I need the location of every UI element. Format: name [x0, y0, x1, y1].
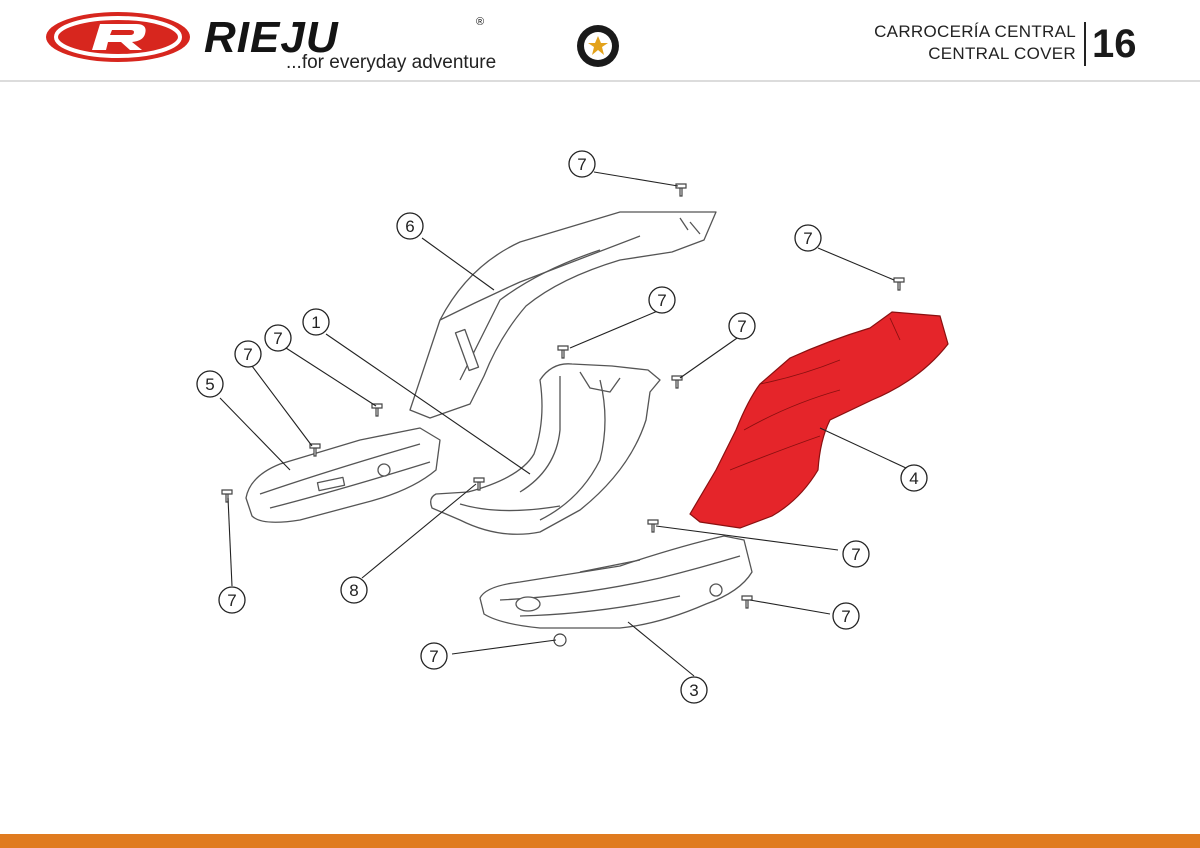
svg-text:7: 7: [851, 545, 860, 564]
callout-7: 7: [832, 602, 860, 630]
svg-text:7: 7: [273, 329, 282, 348]
section-title-en: CENTRAL COVER: [928, 44, 1076, 63]
footer-accent-bar: [0, 834, 1200, 848]
callout-7: 7: [648, 286, 676, 314]
svg-text:6: 6: [405, 217, 414, 236]
svg-text:7: 7: [243, 345, 252, 364]
svg-text:1: 1: [311, 313, 320, 332]
svg-text:4: 4: [909, 469, 918, 488]
part-3-right-lower-cover: [479, 535, 753, 629]
heritage-badge-icon: [577, 25, 619, 67]
registered-mark: ®: [476, 16, 485, 28]
svg-text:7: 7: [429, 647, 438, 666]
svg-text:3: 3: [689, 681, 698, 700]
callout-1: 1: [302, 308, 330, 336]
exploded-parts-diagram: 7 6 7 1 7 7 5 7 7 7 4 7 8 7 7 3: [196, 150, 949, 704]
svg-text:7: 7: [657, 291, 666, 310]
callout-7: 7: [568, 150, 596, 178]
callout-7: 7: [218, 586, 246, 614]
screw-group: [221, 183, 905, 647]
brand-tagline: ...for everyday adventure: [286, 52, 497, 73]
svg-text:7: 7: [737, 317, 746, 336]
part-6-upper-rail: [409, 211, 717, 419]
brand-emblem-icon: [46, 12, 190, 62]
part-5-left-lower-cover: [245, 427, 441, 523]
callout-7: 7: [794, 224, 822, 252]
brand-logo: RIEJU ® ...for everyday adventure: [44, 10, 497, 76]
svg-text:7: 7: [227, 591, 236, 610]
part-1-central-cover: [430, 363, 661, 535]
callout-7: 7: [234, 340, 262, 368]
header-rule: [0, 80, 1200, 82]
svg-text:8: 8: [349, 581, 358, 600]
callout-6: 6: [396, 212, 424, 240]
page-header: RIEJU ® ...for everyday adventure CARROC…: [0, 0, 1200, 80]
brand-name: RIEJU: [204, 13, 339, 62]
callout-7: 7: [728, 312, 756, 340]
callout-3: 3: [680, 676, 708, 704]
svg-text:7: 7: [577, 155, 586, 174]
callout-5: 5: [196, 370, 224, 398]
callout-8: 8: [340, 576, 368, 604]
section-number: 16: [1092, 22, 1137, 66]
part-4-highlighted-panel: [689, 311, 949, 529]
leader-lines: [219, 171, 907, 677]
callout-4: 4: [900, 464, 928, 492]
callout-7: 7: [842, 540, 870, 568]
section-title-es: CARROCERÍA CENTRAL: [874, 22, 1076, 41]
callout-7: 7: [420, 642, 448, 670]
svg-text:5: 5: [205, 375, 214, 394]
callout-7: 7: [264, 324, 292, 352]
svg-text:7: 7: [803, 229, 812, 248]
section-divider: [1084, 22, 1086, 66]
svg-text:7: 7: [841, 607, 850, 626]
callout-group: 7 6 7 1 7 7 5 7 7 7 4 7 8 7 7 3: [196, 150, 928, 704]
